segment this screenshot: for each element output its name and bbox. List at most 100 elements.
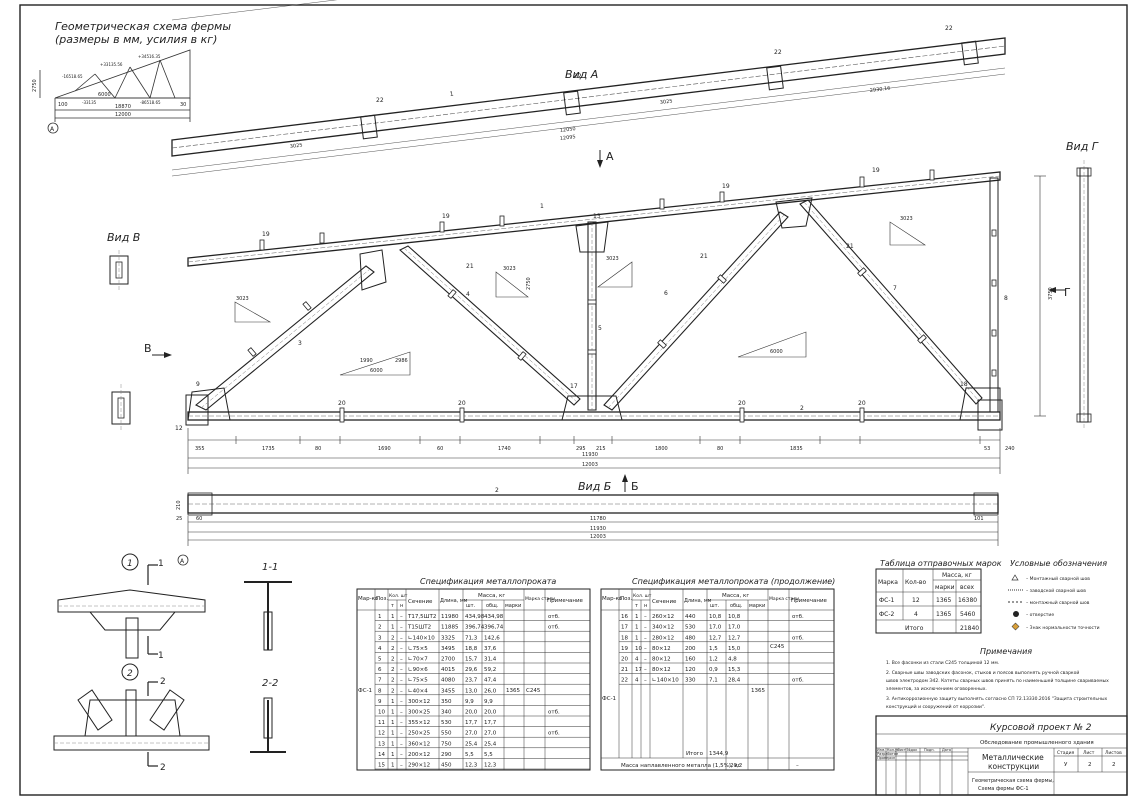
cut-1-1-label: 1-1 xyxy=(262,562,278,573)
note-line-3: швов электродом Э42. Катеты сварных швов… xyxy=(886,677,1109,684)
view-b-dim-inner: 11930 xyxy=(590,526,606,532)
spec1-cell: 550 xyxy=(441,731,452,737)
spec1-cell: – xyxy=(400,710,403,716)
note-line-6: конструкций и сооружений от коррозии". xyxy=(886,703,985,710)
spec2-cell: 28,4 xyxy=(728,678,741,684)
dispatch-r2-all: 5460 xyxy=(960,611,975,618)
spec1-cell: 5,5 xyxy=(484,752,493,758)
view-b: Вид Б Б 11780 11930 12003 25 60 101 210 … xyxy=(176,474,999,566)
spec1-cell: 1 xyxy=(391,731,395,737)
spec1-h-t: т xyxy=(391,603,394,609)
spec1-cell: 1 xyxy=(391,741,395,747)
spec2-cell: 0,9 xyxy=(709,667,718,673)
upper-chord xyxy=(187,171,1001,267)
spec2-cell: 1 xyxy=(635,614,639,620)
spec1-cell: 12 xyxy=(378,731,385,737)
title-stage-h1: Стадия xyxy=(1057,750,1075,756)
mark-19a: 19 xyxy=(262,231,270,238)
spec1-cell: – xyxy=(400,752,403,758)
spec1-cell: 12,3 xyxy=(484,763,497,769)
spec2-cell: 120 xyxy=(685,667,696,673)
spec2-cell: – xyxy=(644,614,647,620)
mark-6: 6 xyxy=(664,290,668,297)
dim-bottom-10: 80 xyxy=(717,446,723,452)
spec2-cell: 7,1 xyxy=(709,678,718,684)
view-a-dim-4: 12095 xyxy=(560,134,577,142)
spec2-cell: 4,8 xyxy=(728,657,737,663)
spec1-cell: 37,6 xyxy=(484,646,497,652)
title-col-6: Дата xyxy=(942,748,951,752)
spec1-cell: 15 xyxy=(378,763,385,769)
spec1-cell: 2 xyxy=(391,657,395,663)
gusset-left-top xyxy=(359,249,387,291)
spec2-cell: 340×12 xyxy=(652,625,674,631)
spec1-cell: 23,7 xyxy=(465,678,478,684)
dispatch-h-each: марки xyxy=(935,584,955,591)
spec1-cell: – xyxy=(400,688,403,694)
spec1-h-qty: Кол. шт xyxy=(389,593,408,599)
spec1-cell: – xyxy=(400,657,403,663)
spec2-cell: – xyxy=(644,635,647,641)
spec1-cell: 17,7 xyxy=(465,720,478,726)
spec1-cell: 3325 xyxy=(441,635,455,641)
node-label-a: A xyxy=(50,126,55,133)
spec2-cell: 4 xyxy=(635,657,639,663)
node-detail-2: 2 2 2 xyxy=(53,663,210,773)
spec1-cell: 530 xyxy=(441,720,452,726)
dispatch-h-mass: Масса, кг xyxy=(942,572,972,579)
cut-mark-2-top: 2 xyxy=(160,677,166,687)
cut-2-2: 2-2 xyxy=(250,678,286,753)
title-col-3: Лист xyxy=(897,748,906,752)
dispatch-table: Таблица отправочных марок Марка Кол-во М… xyxy=(875,559,1002,634)
title-role-2: Проверил xyxy=(877,756,895,760)
section-b-label: Б xyxy=(631,480,639,493)
mark-21b: 21 xyxy=(700,253,708,260)
spec2-h-section: Сечение xyxy=(652,599,677,605)
spec1-cell: 27,0 xyxy=(484,731,497,737)
view-v-label: Вид В xyxy=(107,231,140,244)
triangle-label-4: 3023 xyxy=(503,266,516,272)
dim-bottom-8: 215 xyxy=(596,446,606,452)
spec1-cell: 3 xyxy=(378,635,382,641)
spec1-h-length: Длина, мм xyxy=(440,598,468,604)
spec1-cell: ∟40×4 xyxy=(408,688,428,694)
spec2-cell: 160 xyxy=(685,657,696,663)
mark-13: 13 xyxy=(593,213,601,220)
spec1-cell: 18,8 xyxy=(465,646,478,652)
geometry-force-1: -16518.65 xyxy=(62,74,83,79)
spec1-cell: 340 xyxy=(441,710,452,716)
legend: Условные обозначения – Монтажный сварной… xyxy=(1008,559,1107,631)
dim-height: 3750 xyxy=(1048,287,1054,300)
geometry-title-line2: (размеры в мм, усилия в кг) xyxy=(55,33,217,46)
spec1-cell: 2 xyxy=(391,646,395,652)
node-detail-2-label: 2 xyxy=(127,669,133,679)
mark-4: 4 xyxy=(466,291,470,298)
gusset-right-bottom xyxy=(959,387,1001,421)
dim-bottom-13: 240 xyxy=(1005,446,1015,452)
spec2-total-label: Итого xyxy=(686,751,704,757)
spec1-cell: 434,98 xyxy=(484,614,504,620)
spec1-cell: ∟140×10 xyxy=(408,635,435,641)
spec1-cell: 9 xyxy=(378,699,382,705)
spec1-cell: 2 xyxy=(391,667,395,673)
dim-bottom-7: 295 xyxy=(576,446,586,452)
spec1-cell: 396,74 xyxy=(484,625,504,631)
diagonal-4 xyxy=(603,211,789,411)
dispatch-r2-qty: 4 xyxy=(914,611,918,618)
spec2-cell: 80×12 xyxy=(652,646,671,652)
spec1-cell: 13 xyxy=(378,741,385,747)
spec1-cell: 142,6 xyxy=(484,635,500,641)
spec1-cell: 11 xyxy=(378,720,385,726)
section-a-marker: А xyxy=(597,150,614,168)
section-v-marker: В xyxy=(144,342,172,358)
spec2-weld-value: 20,2 xyxy=(730,763,742,769)
geometry-dim-height: 2750 xyxy=(32,79,38,92)
mark-19b: 19 xyxy=(442,213,450,220)
dim-bottom-11: 1835 xyxy=(790,446,803,452)
spec1-h-section: Сечение xyxy=(408,599,433,605)
spec1-cell: – xyxy=(400,614,403,620)
spec1-h-mass: Масса, кг xyxy=(478,593,505,599)
diagonal-2 xyxy=(399,245,581,406)
spec2-cell: 19 xyxy=(621,646,628,652)
title-sheet-desc-1: Геометрическая схема фермы, xyxy=(972,778,1054,784)
